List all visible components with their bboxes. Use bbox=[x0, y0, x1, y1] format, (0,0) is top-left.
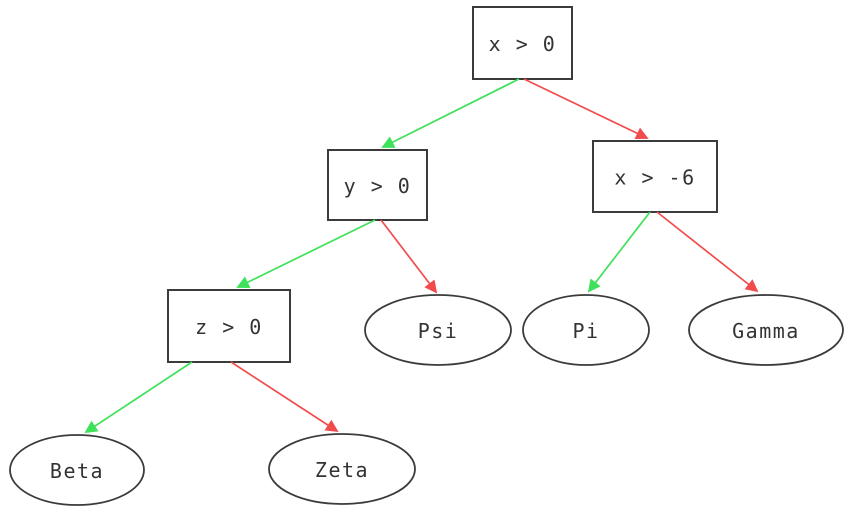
decision-box-shape bbox=[327, 149, 428, 221]
node-label-psi: Psi bbox=[418, 319, 459, 343]
node-label-beta: Beta bbox=[50, 459, 104, 483]
node-label-x-gt-neg6: x > -6 bbox=[614, 166, 695, 190]
decision-box-shape bbox=[472, 6, 573, 80]
leaf-ellipse-shape bbox=[522, 294, 650, 366]
leaf-ellipse-shape bbox=[364, 294, 512, 366]
leaf-node-beta: Beta bbox=[9, 434, 145, 506]
decision-node-x-gt-0: x > 0 bbox=[472, 6, 573, 80]
decision-node-z-gt-0: z > 0 bbox=[167, 289, 291, 363]
node-label-zeta: Zeta bbox=[315, 458, 369, 482]
leaf-ellipse-shape bbox=[268, 433, 416, 505]
edge-false-z-gt-0-to-zeta bbox=[230, 361, 339, 433]
leaf-ellipse-shape bbox=[688, 294, 844, 366]
node-label-z-gt-0: z > 0 bbox=[195, 315, 263, 339]
edge-false-y-gt-0-to-psi bbox=[380, 219, 438, 294]
leaf-node-psi: Psi bbox=[364, 294, 512, 366]
decision-node-y-gt-0: y > 0 bbox=[327, 149, 428, 221]
decision-box-shape bbox=[167, 289, 291, 363]
leaf-node-gamma: Gamma bbox=[688, 294, 844, 366]
node-label-pi: Pi bbox=[572, 319, 599, 343]
node-label-gamma: Gamma bbox=[732, 319, 800, 343]
node-label-y-gt-0: y > 0 bbox=[344, 174, 412, 198]
edge-true-x-gt-neg6-to-pi bbox=[587, 211, 651, 293]
edge-false-x-gt-neg6-to-gamma bbox=[656, 211, 759, 293]
edge-true-x-gt-0-to-y-gt-0 bbox=[381, 78, 520, 148]
decision-node-x-gt-neg6: x > -6 bbox=[592, 140, 718, 213]
leaf-node-zeta: Zeta bbox=[268, 433, 416, 505]
edge-true-y-gt-0-to-z-gt-0 bbox=[236, 219, 376, 288]
decision-box-shape bbox=[592, 140, 718, 213]
node-label-x-gt-0: x > 0 bbox=[489, 32, 557, 56]
edge-true-z-gt-0-to-beta bbox=[84, 361, 193, 434]
leaf-ellipse-shape bbox=[9, 434, 145, 506]
edge-false-x-gt-0-to-x-gt-neg6 bbox=[523, 78, 649, 140]
leaf-node-pi: Pi bbox=[522, 294, 650, 366]
